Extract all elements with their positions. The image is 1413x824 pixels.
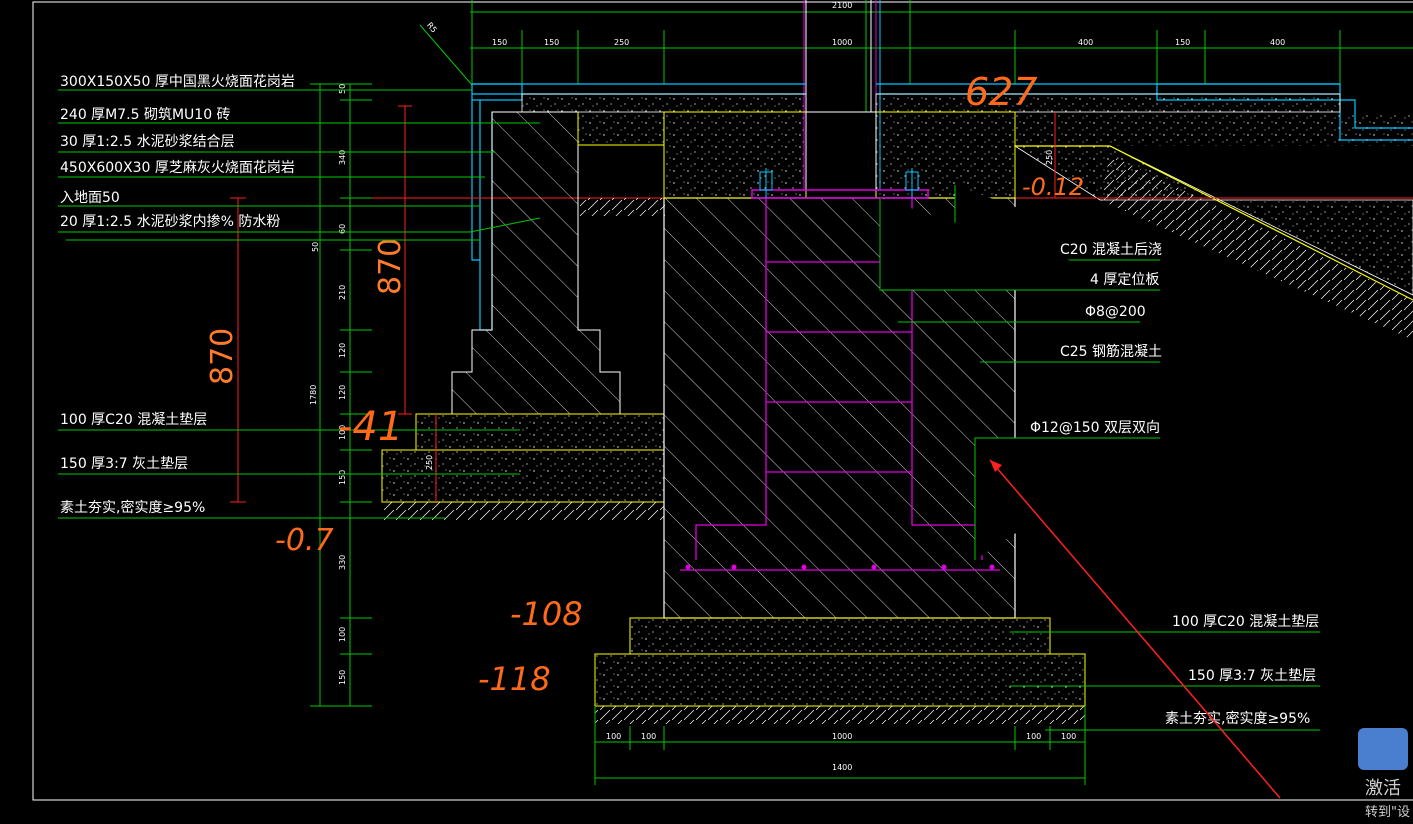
watermark-line1: 激活 [1365, 778, 1401, 799]
vdim-5: 210 [338, 285, 347, 300]
anchor-plate [751, 189, 929, 199]
post-cast-zone [663, 111, 807, 199]
label-post-cast: C20 混凝土后浇 [1060, 242, 1162, 258]
vdim-10: 330 [338, 555, 347, 570]
vdim-total: 1780 [309, 385, 318, 405]
label-plate: 4 厚定位板 [1090, 272, 1159, 288]
label-bottom-soil: 素土夯实,密实度≥95% [1165, 710, 1310, 727]
bottom-dim-4: 100 [1026, 732, 1041, 741]
top-dim-6: 150 [1175, 38, 1190, 47]
bottom-dim-1: 100 [606, 732, 621, 741]
ground-hatch-left [580, 198, 665, 216]
ground-under-left [382, 502, 664, 520]
label-stirrup: Φ8@200 [1085, 304, 1146, 320]
top-dim-3: 250 [614, 38, 629, 47]
top-dim-total: 2100 [832, 1, 852, 10]
label-rebar-mesh: Φ12@150 双层双向 [1030, 420, 1160, 436]
post-cast-zone-right [875, 111, 1016, 199]
dim-870-mid: 870 [373, 238, 408, 295]
annotation-arrow [989, 459, 1281, 799]
label-bottom-concrete: 100 厚C20 混凝土垫层 [1172, 614, 1319, 630]
slab-right [1015, 112, 1413, 146]
top-dimension-texts: 2100 150 150 250 1000 400 150 400 [492, 1, 1285, 47]
paving-mortar-right [875, 93, 1341, 113]
label-embed: 入地面50 [60, 190, 120, 206]
top-dim-1: 150 [492, 38, 507, 47]
dim-250-right: 250 [1045, 150, 1054, 165]
dim-870-lines [230, 105, 1056, 503]
left-leader-lines [58, 89, 541, 519]
label-granite-paving: 450X600X30 厚芝麻灰火烧面花岗岩 [60, 160, 295, 176]
label-bottom-lime: 150 厚3:7 灰土垫层 [1188, 668, 1316, 684]
bottom-dim-3: 1000 [832, 732, 852, 741]
bottom-dim-2: 100 [641, 732, 656, 741]
top-dim-5: 400 [1078, 38, 1093, 47]
lime-soil-bottom [594, 653, 1086, 707]
vdim-8: 100 [338, 425, 347, 440]
annotation-arrow-head [990, 460, 1002, 472]
paving-mortar-left [521, 93, 807, 113]
vdim-9: 150 [338, 470, 347, 485]
vdim-12: 150 [338, 670, 347, 685]
handwritten-notes: 627 -0.12 -41 -0.7 -108 -118 [275, 70, 1084, 698]
label-lime-soil: 150 厚3:7 灰土垫层 [60, 456, 188, 472]
brick-foot-outline [577, 112, 665, 146]
concrete-pad-bottom [629, 617, 1051, 655]
watermark-line2: 转到"设 [1365, 805, 1410, 820]
label-concrete-pad: 100 厚C20 混凝土垫层 [60, 412, 207, 428]
left-labels: 300X150X50 厚中国黑火烧面花岗岩 240 厚M7.5 砌筑MU10 砖… [60, 74, 295, 516]
label-waterproof: 20 厚1:2.5 水泥砂浆内掺% 防水粉 [60, 213, 280, 230]
hand-07: -0.7 [275, 523, 334, 558]
ground-under-bottom [595, 706, 1085, 724]
activation-watermark: 激活 转到"设 [1358, 728, 1410, 820]
bottom-dim-total: 1400 [832, 763, 852, 772]
vdim-7: 120 [338, 385, 347, 400]
bottom-dimension-chain [594, 706, 1086, 785]
brick-wall [451, 111, 621, 415]
label-granite-cap: 300X150X50 厚中国黑火烧面花岗岩 [60, 74, 295, 90]
vdim-11: 100 [338, 627, 347, 642]
vdim-6: 120 [338, 343, 347, 358]
label-compacted-soil: 素土夯实,密实度≥95% [60, 499, 205, 516]
dim-250-mid: 250 [425, 455, 434, 470]
dim-870-left: 870 [205, 328, 240, 385]
vdim-2: 340 [338, 150, 347, 165]
anchor-bolts [759, 168, 919, 200]
hand-627: 627 [965, 70, 1038, 114]
left-vertical-dim-texts: 50 340 60 50 210 120 120 100 150 330 100… [309, 84, 347, 685]
post-box [805, 111, 877, 191]
drawing-frame [32, 1, 1413, 801]
hand-108: -108 [510, 595, 583, 633]
concrete-pad-left [415, 413, 665, 451]
top-dim-4: 1000 [832, 38, 852, 47]
r5-leader [419, 24, 473, 86]
left-vertical-dims [310, 83, 372, 707]
top-dim-2: 150 [544, 38, 559, 47]
label-mortar: 30 厚1:2.5 水泥砂浆结合层 [60, 134, 235, 150]
right-leader-lines [879, 185, 1320, 731]
label-brick: 240 厚M7.5 砌筑MU10 砖 [60, 107, 231, 123]
top-dimension-chain [470, 0, 1413, 84]
vdim-3: 60 [338, 224, 347, 234]
bottom-dim-5: 100 [1061, 732, 1076, 741]
right-labels: C20 混凝土后浇 4 厚定位板 Φ8@200 C25 钢筋混凝土 Φ12@15… [1030, 242, 1319, 727]
rebar-dots [685, 564, 995, 570]
ground-hatch-right [1100, 155, 1413, 340]
hand-012: -0.12 [1022, 173, 1084, 201]
hand-41: -41 [338, 404, 403, 450]
slope-line [1015, 145, 1413, 301]
vdim-4: 50 [311, 242, 320, 252]
vdim-1: 50 [338, 84, 347, 94]
watermark-avatar [1358, 728, 1408, 770]
hand-118: -118 [478, 660, 551, 698]
top-dim-7: 400 [1270, 38, 1285, 47]
label-rc: C25 钢筋混凝土 [1060, 343, 1162, 360]
